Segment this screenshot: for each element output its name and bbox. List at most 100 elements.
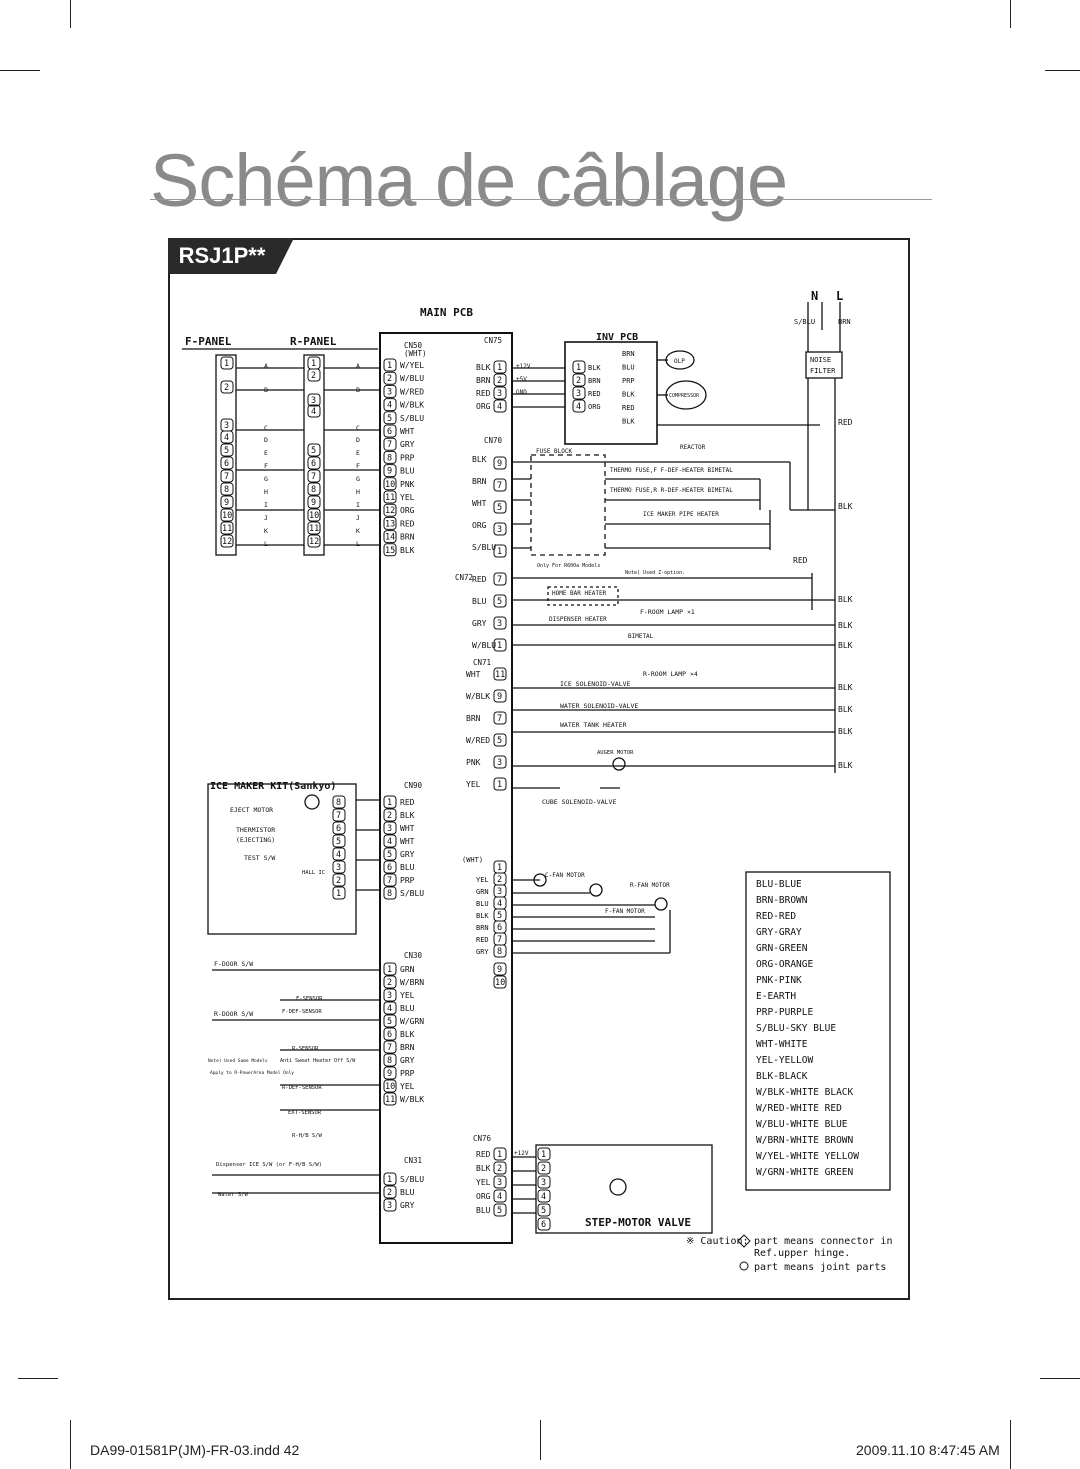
fan-pin-box (493, 975, 507, 989)
f-panel-pin-box (220, 482, 234, 496)
anti-sweat-label: Anti Sweat Heater Off S/W (280, 1058, 356, 1064)
inv-left-wire-label: RED (588, 390, 601, 398)
f-panel-letter: C (264, 424, 268, 432)
crop-mark (70, 0, 71, 28)
inv-right-wire-label: RED (622, 404, 635, 412)
cn72-pin-number: 3 (497, 619, 502, 629)
fan-wire-label: RED (476, 936, 489, 944)
cn50-pin-box (383, 411, 397, 425)
crop-mark (1040, 1378, 1080, 1379)
cn72-pin-box (493, 638, 507, 652)
f-panel-pin-number: 1 (224, 359, 229, 369)
olp-component (665, 350, 695, 370)
r-panel-pin-number: 7 (311, 472, 316, 482)
right-wire-label: BLK (838, 595, 853, 604)
legend-entry: W/BLU-WHITE BLUE (756, 1119, 848, 1130)
step-motor-pin-number: 4 (541, 1192, 546, 1202)
r-panel-block (303, 354, 325, 556)
r-panel-letter: B (356, 386, 360, 394)
r-panel-label: R-PANEL (290, 335, 337, 348)
home-bar-label: HOME BAR HEATER (552, 590, 607, 597)
legend-entry: GRN-GREEN (756, 943, 808, 954)
cn75-wire-label: BRN (476, 376, 491, 385)
ice-maker-pin-number: 6 (336, 824, 341, 834)
note-z-label: Note) Used Z-option. (625, 570, 685, 576)
inv-left-pin-box (572, 373, 586, 387)
model-tab: RSJ1P** (168, 238, 294, 274)
cn70-pin-number: 3 (497, 525, 502, 535)
r-panel-letter: A (356, 362, 360, 370)
cn70-pin-box (493, 522, 507, 536)
cn75-wire-label: ORG (476, 402, 491, 411)
title-rule (150, 199, 932, 200)
cn50-wire-label: PNK (400, 480, 415, 489)
note-same-label: Note) Used Same Models (208, 1058, 268, 1064)
cn50-pin-number: 9 (387, 467, 392, 477)
r-panel-pin-box (307, 368, 321, 382)
page-title: Schéma de câblage (150, 139, 788, 222)
legend-entry: W/RED-WHITE RED (756, 1103, 842, 1114)
step-motor-valve-label: STEP-MOTOR VALVE (585, 1216, 691, 1229)
ice-maker-pin-number: 3 (336, 863, 341, 873)
cn75-signal-label: GND (516, 389, 527, 396)
r-panel-pin-number: 3 (311, 396, 316, 406)
cn50-wire-label: PRP (400, 453, 415, 462)
cn71-label: CN71 (473, 658, 491, 667)
cn90-pin-number: 3 (387, 824, 392, 834)
cn90-wire-label: PRP (400, 876, 415, 885)
cn50-wire-label: WHT (400, 427, 415, 436)
r-panel-letter: K (356, 527, 360, 535)
cn75-pin-number: 1 (497, 363, 502, 373)
auger-motor-component (612, 757, 626, 771)
cn70-pin-box (493, 544, 507, 558)
f-panel-pin-number: 2 (224, 383, 229, 393)
main-pcb-label: MAIN PCB (420, 306, 473, 319)
cn30-pin-number: 9 (387, 1069, 392, 1079)
fan-wire-label: YEL (476, 876, 489, 884)
footer-file: DA99-01581P(JM)-FR-03.indd 42 (90, 1442, 300, 1458)
thermo-f-label: THERMO FUSE,F F-DEF-HEATER BIMETAL (610, 467, 733, 474)
step-motor-pin-box (537, 1189, 551, 1203)
r-panel-pin-number: 1 (311, 359, 316, 369)
filter-label: FILTER (810, 367, 836, 375)
legend-entry: W/BLK-WHITE BLACK (756, 1087, 854, 1098)
f-panel-pin-box (220, 495, 234, 509)
cn50-pin-number: 1 (387, 361, 392, 371)
r-panel-pin-box (307, 456, 321, 470)
ice-maker-pin-box (332, 808, 346, 822)
cn71-pin-number: 9 (497, 692, 502, 702)
r-door-label: R-DOOR S/W (214, 1010, 253, 1018)
f-panel-letter: A (264, 362, 268, 370)
step-motor-pin-box (537, 1161, 551, 1175)
r-panel-pin-number: 8 (311, 485, 316, 495)
cn50-wire-label: GRY (400, 440, 415, 449)
f-panel-pin-number: 12 (222, 537, 232, 547)
cn71-pin-box (493, 755, 507, 769)
ice-maker-pin-box (332, 834, 346, 848)
cn76-pin-number: 1 (497, 1150, 502, 1160)
cn70-wire-label: BLK (472, 455, 487, 464)
cn30-pin-box (383, 1079, 397, 1093)
ice-maker-pin-number: 4 (336, 850, 341, 860)
cn71-pin-box (493, 777, 507, 791)
cn70-wire-label: ORG (472, 521, 487, 530)
r-panel-pin-number: 5 (311, 446, 316, 456)
cn50-pin-number: 3 (387, 387, 392, 397)
cn30-pin-number: 3 (387, 991, 392, 1001)
step-motor-pin-number: 1 (541, 1150, 546, 1160)
step-motor-pin-box (537, 1217, 551, 1231)
f-panel-pin-number: 3 (224, 421, 229, 431)
fan-wire-label: GRY (476, 948, 489, 956)
cn70-wire-label: BRN (472, 477, 487, 486)
fan-pin-number: 10 (495, 978, 505, 988)
inv-right-wire-label: BLK (622, 418, 635, 426)
inv-right-wire-label: BLU (622, 364, 635, 372)
cn50-pin-number: 8 (387, 453, 392, 463)
cn30-wire-label: W/GRN (400, 1017, 424, 1026)
cn70-wire-label: S/BLU (472, 543, 496, 552)
f-door-label: F-DOOR S/W (214, 960, 253, 968)
cn30-pin-box (383, 1053, 397, 1067)
ice-maker-pin-box (332, 795, 346, 809)
hall-ic-label: HALL IC (302, 870, 325, 876)
